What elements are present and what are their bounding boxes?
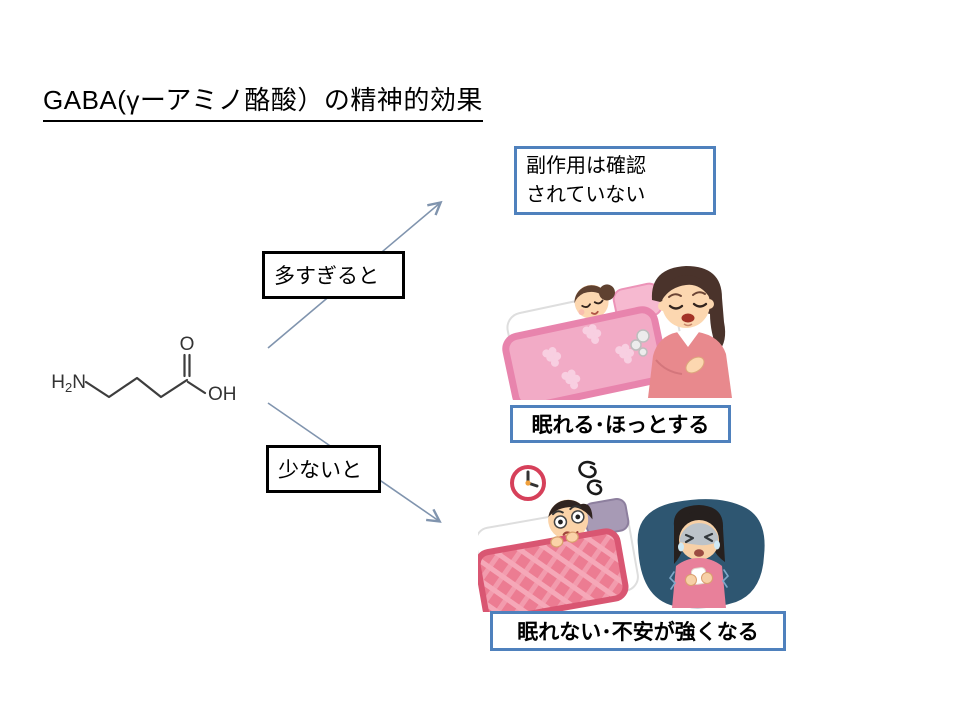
positive-result-label: 眠れる･ほっとする [531,414,710,437]
side-effects-text: 副作用は確認 されていない [517,148,646,214]
side-effects-line2: されていない [526,183,646,206]
gaba-molecule-structure: H2N O OH [51,334,237,405]
relaxed-illustration [502,266,732,400]
alarm-clock-icon [510,465,546,501]
branch-too-much-label: 多すぎると [274,265,379,288]
hydroxyl-label: OH [208,384,237,405]
sleepless-man-in-bed [478,497,639,612]
anxious-woman [637,499,765,609]
breath-sigh-icon [630,329,650,357]
relieved-woman [648,266,732,398]
amine-label: H2N [51,372,86,395]
positive-result-box: 眠れる･ほっとする [510,405,731,443]
restless-squiggle-icon [578,460,603,496]
side-effects-box: 副作用は確認 されていない [514,146,716,215]
side-effects-line1: 副作用は確認 [526,154,646,177]
page-title: GABA(γーアミノ酪酸）の精神的効果 [43,80,483,122]
branch-too-little-label: 少ないと [278,459,362,482]
carbonyl-oxygen-label: O [180,334,195,355]
insomnia-illustration [478,460,765,612]
molecule-bonds [84,353,207,399]
negative-result-label: 眠れない･不安が強くなる [517,621,759,644]
branch-box-too-little: 少ないと [266,445,381,493]
branch-box-too-much: 多すぎると [262,251,405,299]
negative-result-box: 眠れない･不安が強くなる [490,611,786,651]
sleeping-woman-in-bed [502,282,686,400]
blanket-flowers [542,324,635,390]
